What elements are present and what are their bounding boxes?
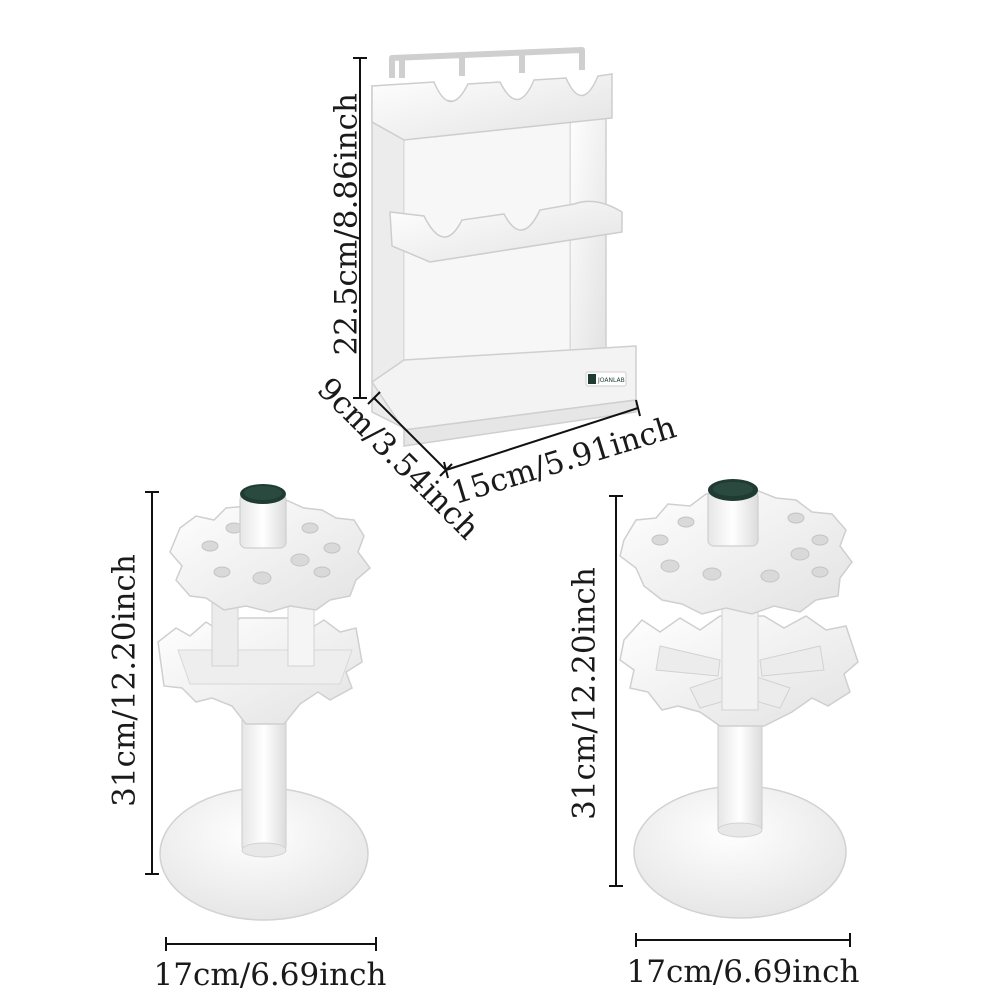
left-carousel-height-label: 31cm/12.20inch xyxy=(106,554,143,807)
left-carousel-base-label: 17cm/6.69inch xyxy=(153,957,387,993)
rack-height-label: 22.5cm/8.86inch xyxy=(328,93,365,356)
carousel-stand-right xyxy=(619,479,859,919)
right-carousel-base-label: 17cm/6.69inch xyxy=(626,954,860,990)
left-carousel-height-dimension-line xyxy=(145,491,159,875)
rack-height-dimension-line xyxy=(353,57,367,399)
pipette-rack: JOANLAB xyxy=(370,47,637,447)
left-carousel-base-dimension-line xyxy=(165,937,377,951)
rack-logo: JOANLAB xyxy=(597,377,625,384)
right-carousel-height-label: 31cm/12.20inch xyxy=(566,567,603,820)
carousel-stand-left xyxy=(157,484,372,921)
rack-width-dimension-line xyxy=(443,399,641,479)
right-carousel-height-dimension-line xyxy=(609,495,623,887)
right-carousel-base-dimension-line xyxy=(635,933,851,947)
